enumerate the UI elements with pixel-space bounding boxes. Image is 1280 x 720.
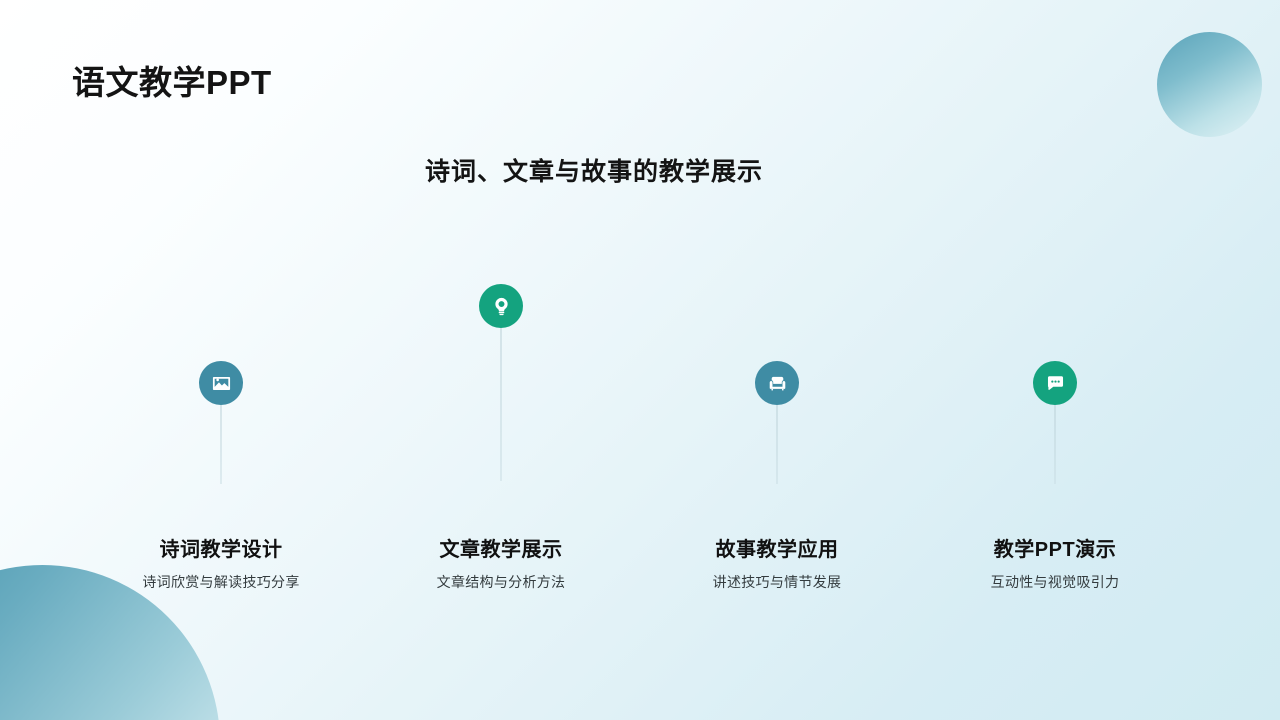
- timeline-marker-1: [199, 361, 243, 484]
- timeline-caption-4: 教学PPT演示 互动性与视觉吸引力: [935, 538, 1175, 591]
- timeline-marker-2: [479, 284, 523, 481]
- page-subtitle: 诗词、文章与故事的教学展示: [425, 158, 764, 186]
- item-title: 文章教学展示: [439, 539, 563, 561]
- icon-badge-4[interactable]: [1033, 361, 1077, 405]
- timeline-marker-3: [755, 361, 799, 484]
- item-title: 诗词教学设计: [159, 539, 283, 561]
- timeline-stem-3: [776, 405, 778, 484]
- chat-bubble-icon: [1045, 373, 1066, 394]
- timeline-stem-2: [500, 328, 502, 481]
- item-description: 文章结构与分析方法: [436, 574, 566, 590]
- timeline-caption-3: 故事教学应用 讲述技巧与情节发展: [657, 538, 897, 591]
- page-title: 语文教学PPT: [72, 64, 272, 101]
- icon-badge-2[interactable]: [479, 284, 523, 328]
- lightbulb-icon: [491, 296, 512, 317]
- timeline-stem-1: [220, 405, 222, 484]
- timeline-marker-4: [1033, 361, 1077, 484]
- item-description: 讲述技巧与情节发展: [712, 574, 842, 590]
- decorative-circle-top-right: [1157, 32, 1262, 137]
- image-icon: [211, 373, 232, 394]
- icon-badge-3[interactable]: [755, 361, 799, 405]
- timeline-caption-1: 诗词教学设计 诗词欣赏与解读技巧分享: [101, 538, 341, 591]
- item-description: 诗词欣赏与解读技巧分享: [142, 574, 300, 590]
- icon-badge-1[interactable]: [199, 361, 243, 405]
- item-title: 教学PPT演示: [993, 539, 1117, 561]
- item-title: 故事教学应用: [715, 539, 839, 561]
- timeline-stem-4: [1054, 405, 1056, 484]
- item-description: 互动性与视觉吸引力: [990, 574, 1120, 590]
- sofa-icon: [767, 373, 788, 394]
- timeline-caption-2: 文章教学展示 文章结构与分析方法: [381, 538, 621, 591]
